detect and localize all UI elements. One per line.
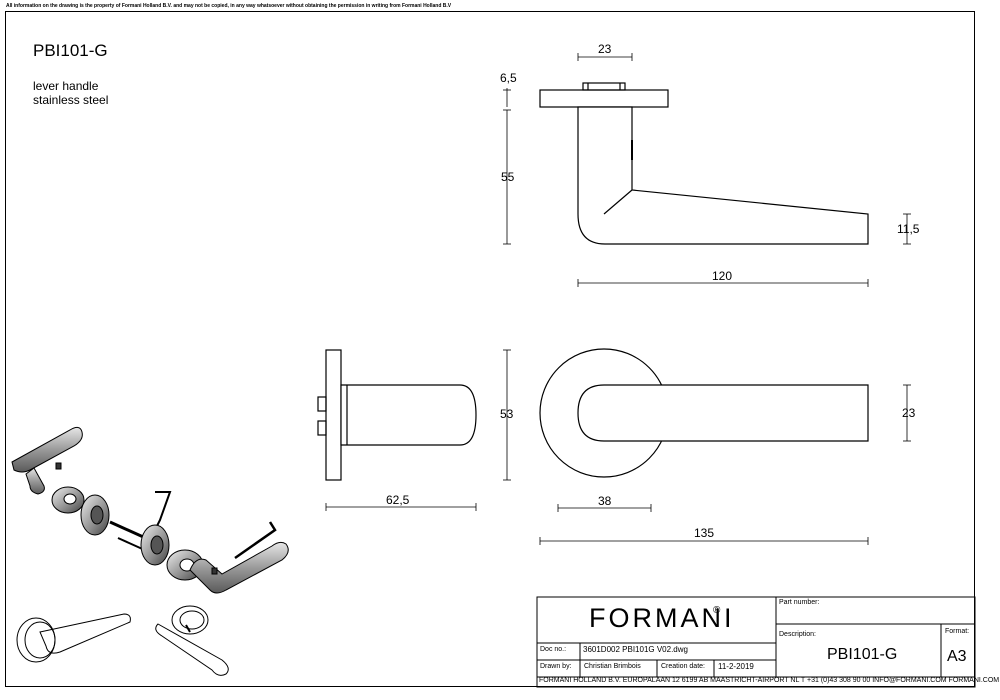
side-view [317,349,477,481]
exploded-assembly-view [11,426,289,594]
part-number-value: PBI101-G [827,646,898,663]
dim-rose-thickness: 6,5 [500,71,517,85]
dim-side-depth: 62,5 [386,493,410,507]
drawn-by-value: Christian Brimbois [584,663,641,670]
dim-front-lever: 23 [902,406,916,420]
description-line-2: stainless steel [33,93,109,107]
formani-logo: FORMANI [589,603,735,633]
top-dimension-lines [503,53,911,287]
outline-sketches [16,605,229,676]
top-view [539,82,869,245]
company-footer: FORMANI HOLLAND B.V. EUROPALAAN 12 6199 … [539,677,1000,684]
creation-date-label: Creation date: [661,663,705,670]
dim-length: 120 [712,269,733,283]
front-dimension-lines [539,384,911,545]
dim-top-width: 23 [598,42,612,56]
drawn-by-label: Drawn by: [540,663,572,670]
dim-side-rose: 53 [500,407,514,421]
title-block-lines [536,596,976,688]
format-label: Format: [945,628,970,635]
part-number-label: Part number: [779,599,820,606]
creation-date-value: 11-2-2019 [718,662,754,671]
drawing-frame [5,11,975,687]
doc-no-label: Doc no.: [540,646,567,653]
drawing-title: PBI101-G [33,41,108,60]
side-dimension-lines [325,349,511,511]
dim-height: 55 [501,170,515,184]
dim-front-length: 135 [694,526,715,540]
copyright-notice: All information on the drawing is the pr… [6,3,452,9]
doc-no-value: 3601D002 PBI101G V02.dwg [583,645,688,654]
description-label: Description: [779,631,816,638]
description-line-1: lever handle [33,79,99,93]
format-value: A3 [947,648,967,665]
front-view [539,348,869,478]
dim-lever-end: 11,5 [897,222,920,236]
registered-mark: ® [713,605,721,616]
title-block: FORMANI ® Part number: Description: Form… [537,597,999,687]
dim-front-offset: 38 [598,494,612,508]
